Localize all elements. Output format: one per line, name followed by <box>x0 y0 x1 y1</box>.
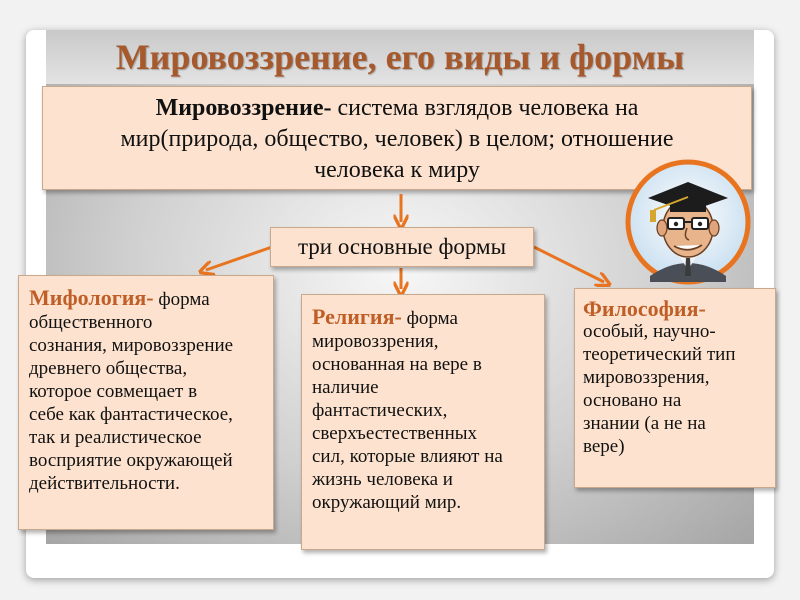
religion-line: жизнь человека и <box>312 469 453 490</box>
definition-box: Мировоззрение- система взглядов человека… <box>42 86 752 190</box>
mythology-line-1-text: форма <box>153 289 210 310</box>
mythology-line: которое совмещает в <box>29 381 198 402</box>
religion-line: наличие <box>312 377 379 398</box>
definition-line-1-text: система взглядов человека на <box>331 95 639 121</box>
slide-title: Мировоззрение, его виды и формы <box>115 37 685 77</box>
mythology-line: общественного <box>29 312 153 333</box>
mythology-line: восприятие окружающей <box>29 450 233 471</box>
definition-line-1: Мировоззрение- система взглядов человека… <box>43 93 751 124</box>
definition-line-3: человека к миру <box>314 157 480 183</box>
religion-line-1-text: форма <box>401 308 458 329</box>
arrow-to-philosophy <box>533 245 604 282</box>
philosophy-line: теоретический тип <box>583 344 736 365</box>
philosophy-term: Философия- <box>583 296 706 321</box>
mythology-line: древнего общества, <box>29 358 188 379</box>
mythology-line: действительности. <box>29 473 180 494</box>
philosophy-line: вере) <box>583 436 625 457</box>
religion-card: Религия- форма мировоззрения, основанная… <box>301 294 545 550</box>
mythology-term: Мифология- <box>29 285 154 310</box>
religion-line: окружающий мир. <box>312 492 462 513</box>
mythology-card: Мифология- форма общественного сознания,… <box>18 275 274 530</box>
arrow-to-mythology <box>206 245 273 270</box>
philosophy-card: Философия- особый, научно- теоретический… <box>574 288 776 488</box>
religion-line: сил, которые влияют на <box>312 446 503 467</box>
definition-term: Мировоззрение- <box>155 95 332 121</box>
philosophy-line: знании (а не на <box>583 413 706 434</box>
religion-line-1: Религия- форма <box>312 305 538 330</box>
mythology-line: так и реалистическое <box>29 427 202 448</box>
mythology-line: сознания, мировоззрение <box>29 335 234 356</box>
professor-cartoon-icon <box>625 159 751 285</box>
religion-line: сверхъестественных <box>312 423 478 444</box>
title-band <box>46 30 754 84</box>
mythology-line: себе как фантастическое, <box>29 404 233 425</box>
philosophy-line: мировоззрения, <box>583 367 710 388</box>
religion-line: основанная на вере в <box>312 354 482 375</box>
religion-term: Религия- <box>312 304 402 329</box>
forms-box: три основные формы <box>270 227 534 267</box>
religion-line: мировоззрения, <box>312 331 439 352</box>
definition-line-2: мир(природа, общество, человек) в целом;… <box>120 126 674 152</box>
mythology-line-1: Мифология- форма <box>29 286 267 311</box>
philosophy-line: особый, научно- <box>583 321 716 342</box>
religion-line: фантастических, <box>312 400 448 421</box>
philosophy-line: основано на <box>583 390 682 411</box>
